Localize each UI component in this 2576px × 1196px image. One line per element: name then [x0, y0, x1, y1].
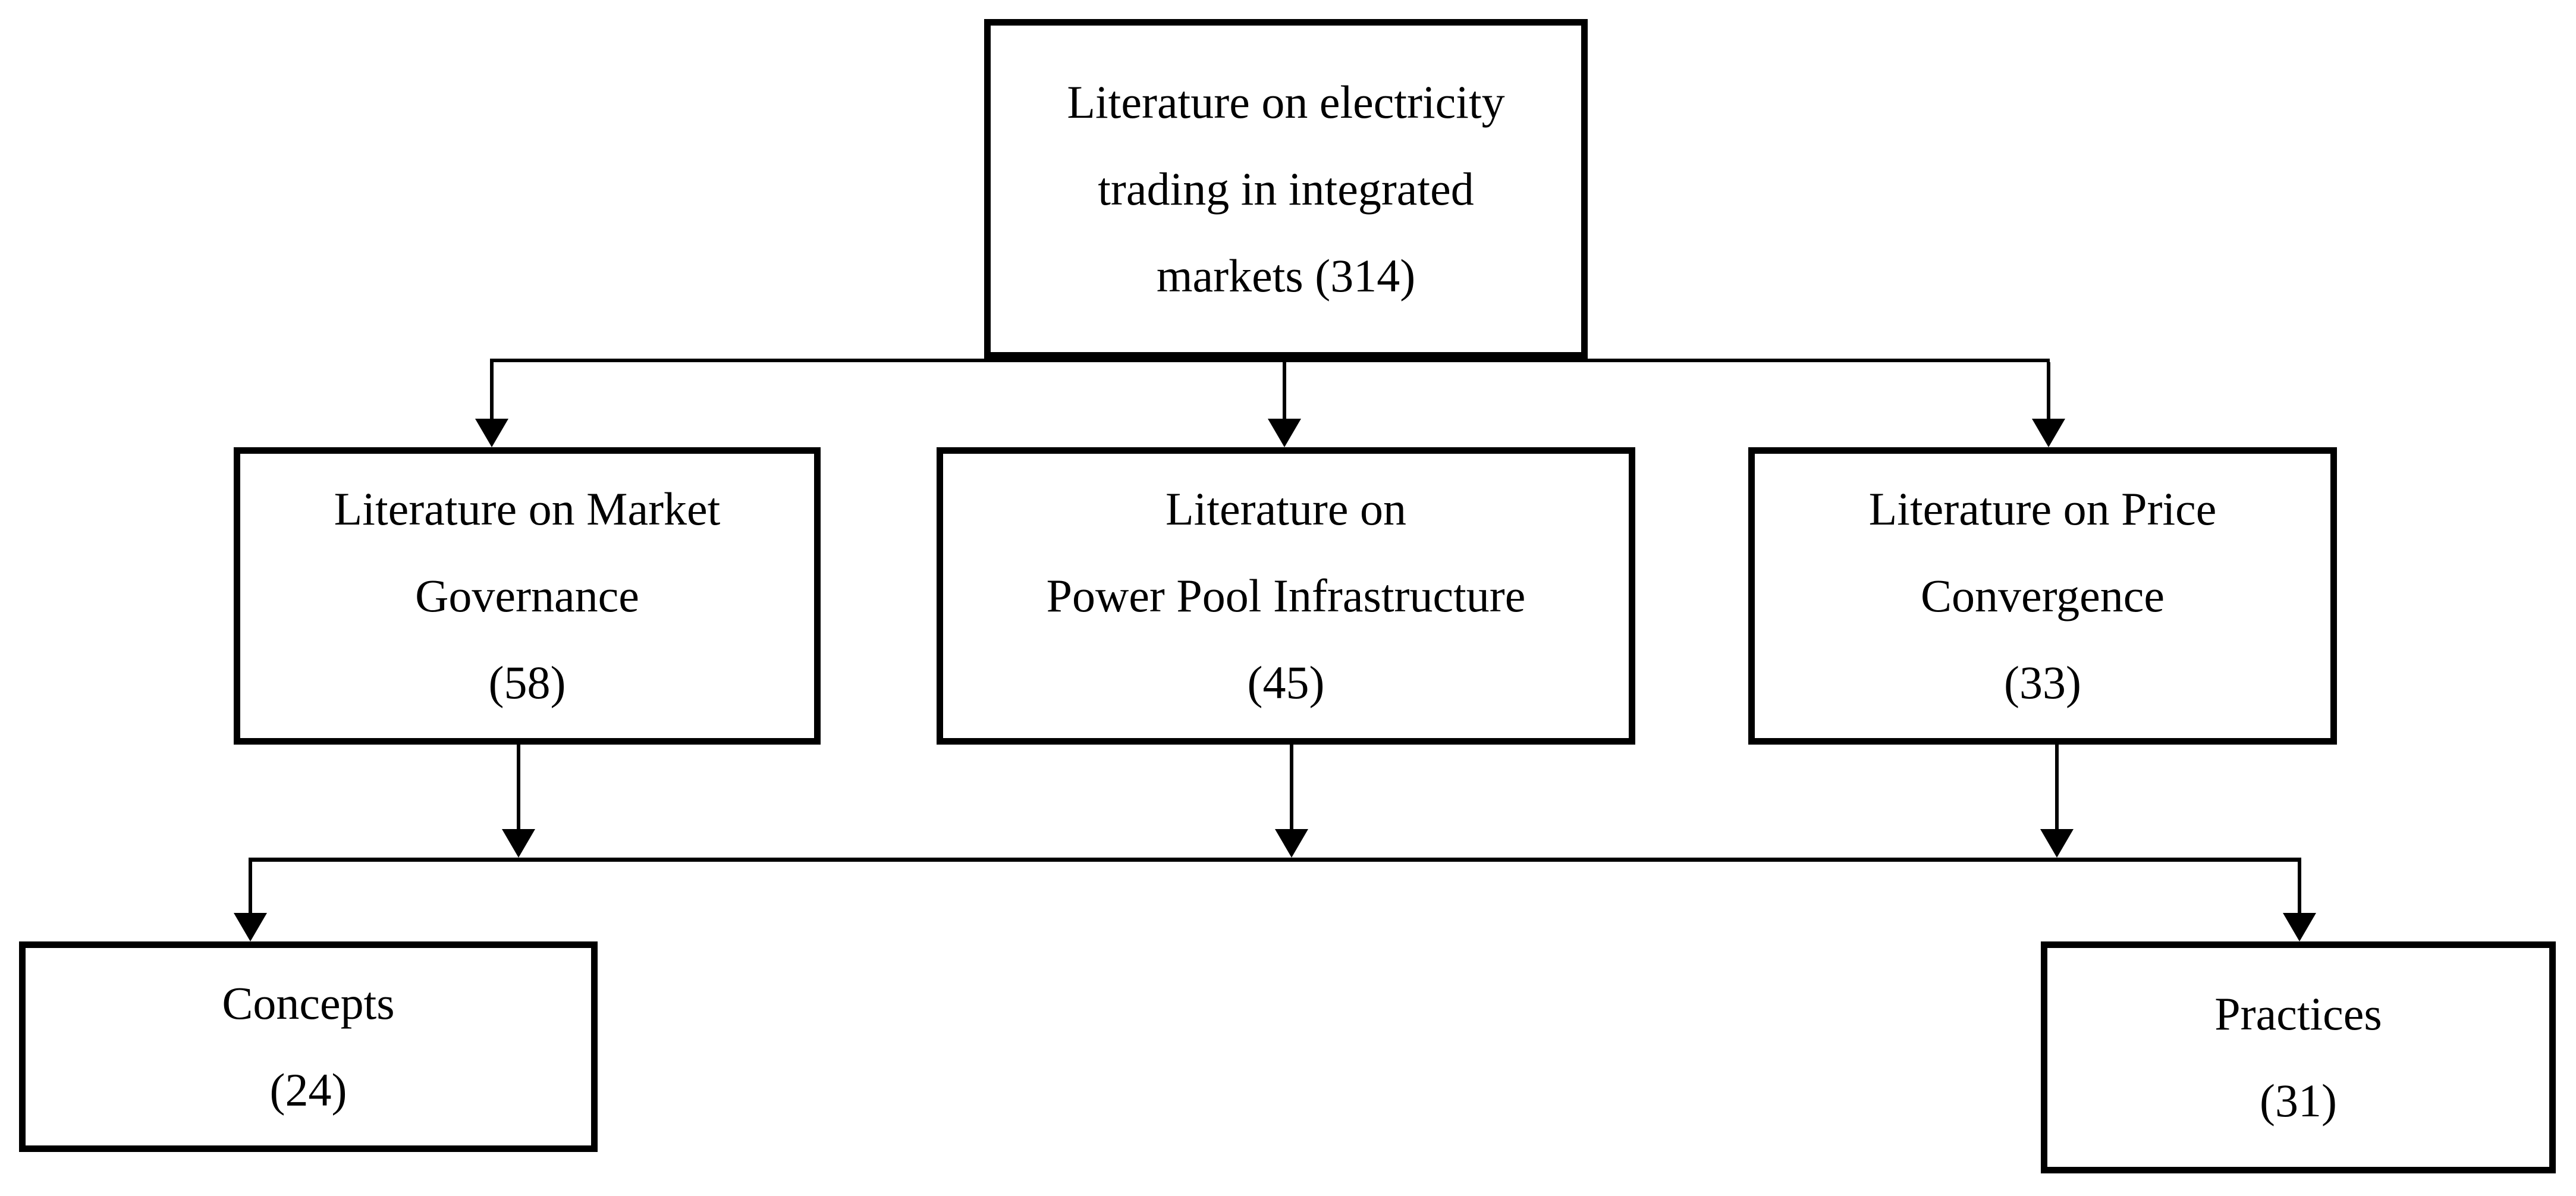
arrowhead-down-bus-right-icon: [2040, 829, 2074, 858]
node-practices: Practices (31): [2041, 941, 2556, 1173]
node-price-convergence-line-1: Literature on Price: [1868, 483, 2217, 535]
connector-arm-concepts: [249, 862, 252, 913]
node-power-pool-line-3: (45): [1247, 657, 1325, 708]
node-root-line-3: markets (314): [1156, 249, 1416, 302]
arrowhead-down-bus-center-icon: [1275, 829, 1308, 858]
node-power-pool-line-2: Power Pool Infrastructure: [1046, 570, 1526, 621]
arrowhead-down-market-governance-icon: [475, 419, 508, 447]
node-root-line-1: Literature on electricity: [1067, 76, 1505, 128]
node-concepts-line-1: Concepts: [222, 977, 395, 1029]
node-practices-line-1: Practices: [2214, 988, 2382, 1040]
arrowhead-down-practices-icon: [2283, 913, 2316, 941]
node-market-governance-line-3: (58): [488, 657, 566, 708]
arrowhead-down-bus-left-icon: [502, 829, 535, 858]
arrowhead-down-power-pool-icon: [1268, 419, 1301, 447]
node-concepts: Concepts (24): [19, 941, 598, 1152]
node-price-convergence: Literature on Price Convergence (33): [1748, 447, 2337, 745]
node-power-pool-line-1: Literature on: [1166, 483, 1406, 535]
node-power-pool-infrastructure: Literature on Power Pool Infrastructure …: [937, 447, 1635, 745]
connector-arm-practices: [2298, 862, 2301, 913]
node-price-convergence-line-3: (33): [2004, 657, 2081, 708]
node-market-governance-line-2: Governance: [415, 570, 639, 621]
node-market-governance-line-1: Literature on Market: [334, 483, 721, 535]
arrowhead-down-concepts-icon: [234, 913, 267, 941]
arrowhead-down-price-convergence-icon: [2032, 419, 2065, 447]
connector-bus-top: [490, 359, 2050, 362]
connector-bus-bottom: [249, 858, 2301, 862]
connector-feeder-market-governance: [517, 745, 520, 829]
connector-feeder-power-pool: [1290, 745, 1293, 829]
node-root-line-2: trading in integrated: [1098, 162, 1474, 215]
connector-arm-market-governance: [490, 362, 494, 419]
node-market-governance: Literature on Market Governance (58): [234, 447, 821, 745]
node-practices-line-2: (31): [2260, 1075, 2337, 1126]
connector-arm-price-convergence: [2047, 362, 2050, 419]
connector-feeder-price-convergence: [2055, 745, 2059, 829]
connector-arm-power-pool: [1283, 362, 1286, 419]
node-concepts-line-2: (24): [269, 1064, 347, 1116]
node-price-convergence-line-2: Convergence: [1920, 570, 2165, 621]
node-root: Literature on electricity trading in int…: [984, 19, 1588, 359]
